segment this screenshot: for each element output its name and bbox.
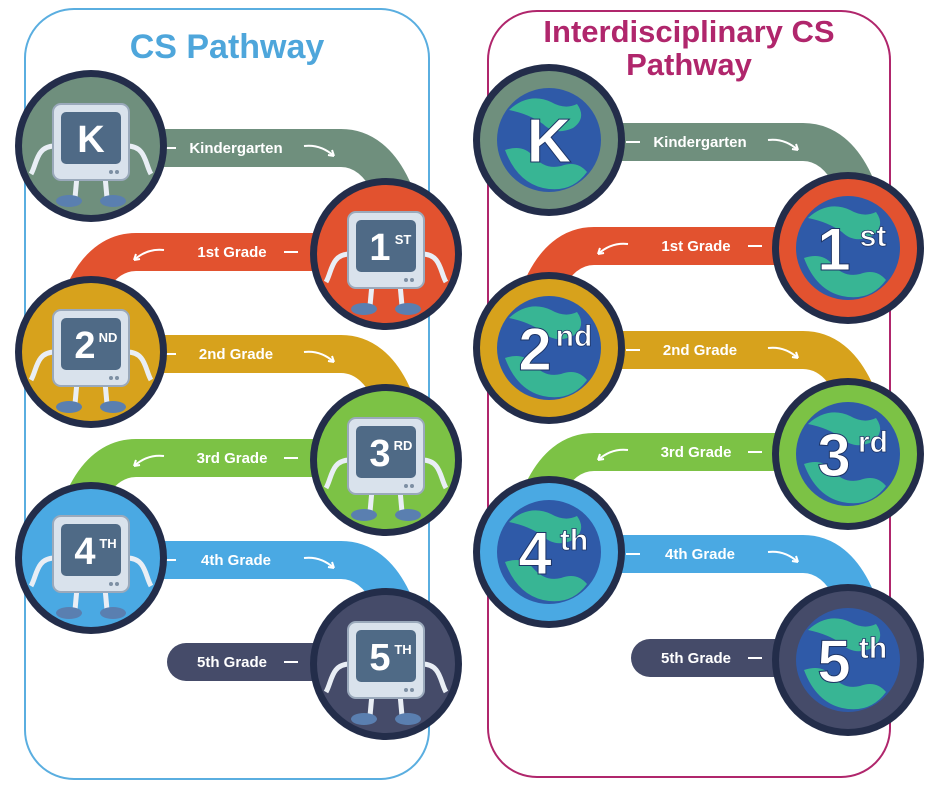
badge-number: 3 [369,433,390,475]
curved-arrow-icon [303,556,335,569]
badge-suffix: TH [394,642,411,657]
grade-label-left-0: Kindergarten [189,140,282,157]
curved-arrow-icon [767,346,799,359]
grade-label-right-2: 2nd Grade [663,342,737,359]
badge-number: 1 [817,216,850,283]
badge-left-grade-1: 1 ST [310,178,462,330]
grade-label-right-3: 3rd Grade [661,444,732,461]
grade-label-left-1: 1st Grade [197,244,266,261]
grade-label-right-1: 1st Grade [661,238,730,255]
grade-label-left-2: 2nd Grade [199,346,273,363]
globe-icon [796,608,900,712]
curved-arrow-icon [133,248,165,261]
badge-right-grade-5: 5 th [772,584,924,736]
grade-label-right-5: 5th Grade [661,650,731,667]
badge-number: 4 [518,520,552,587]
badge-number: K [77,119,105,161]
badge-number: 1 [369,227,390,269]
screen [61,112,121,164]
globe-icon [796,196,900,300]
grade-label-left-3: 3rd Grade [197,450,268,467]
screen [61,524,121,576]
curved-arrow-icon [597,242,629,255]
screen [356,630,416,682]
screen [356,426,416,478]
badge-suffix: nd [556,320,593,353]
computer-mascot-icon [323,417,449,521]
globe-icon [497,88,601,192]
curved-arrow-icon [303,350,335,363]
badge-suffix: TH [99,536,116,551]
badge-suffix: th [560,524,588,557]
badge-suffix: ND [99,330,118,345]
grade-label-right-0: Kindergarten [653,134,746,151]
curved-arrow-icon [597,448,629,461]
screen [356,220,416,272]
badge-number: 4 [74,531,95,573]
grade-label-left-5: 5th Grade [197,654,267,671]
badge-number: 2 [74,325,95,367]
badge-left-grade-5: 5 TH [310,588,462,740]
badge-number: 5 [817,628,850,695]
badge-suffix: st [860,220,887,253]
grade-label-left-4: 4th Grade [201,552,271,569]
grade-label-right-4: 4th Grade [665,546,735,563]
curved-arrow-icon [133,454,165,467]
globe-icon [497,500,601,604]
cs-pathway-title: CS Pathway [129,28,325,66]
badge-suffix: rd [858,426,888,459]
badge-left-grade-0: K [15,70,167,222]
curved-arrow-icon [767,138,799,151]
badge-suffix: th [859,632,887,665]
badge-number: K [527,107,572,176]
globe-icon [497,296,601,400]
curved-arrow-icon [767,550,799,563]
badge-number: 2 [518,316,551,383]
computer-mascot-icon [28,515,154,619]
badge-left-grade-3: 3 RD [310,384,462,536]
screen [61,318,121,370]
badge-suffix: RD [394,438,413,453]
globe-icon [796,402,900,506]
computer-mascot-icon [323,621,449,725]
badge-left-grade-4: 4 TH [15,482,167,634]
badge-right-grade-0: K [473,64,625,216]
interdisciplinary-pathway-title: Interdisciplinary CS Pathway [543,14,835,82]
computer-mascot-icon [28,103,154,207]
curved-arrow-icon [303,144,335,157]
badge-number: 5 [369,637,390,679]
badge-right-grade-1: 1 st [772,172,924,324]
badge-left-grade-2: 2 ND [15,276,167,428]
computer-mascot-icon [28,309,154,413]
computer-mascot-icon [323,211,449,315]
badge-suffix: ST [395,232,412,247]
badge-number: 3 [817,422,850,489]
